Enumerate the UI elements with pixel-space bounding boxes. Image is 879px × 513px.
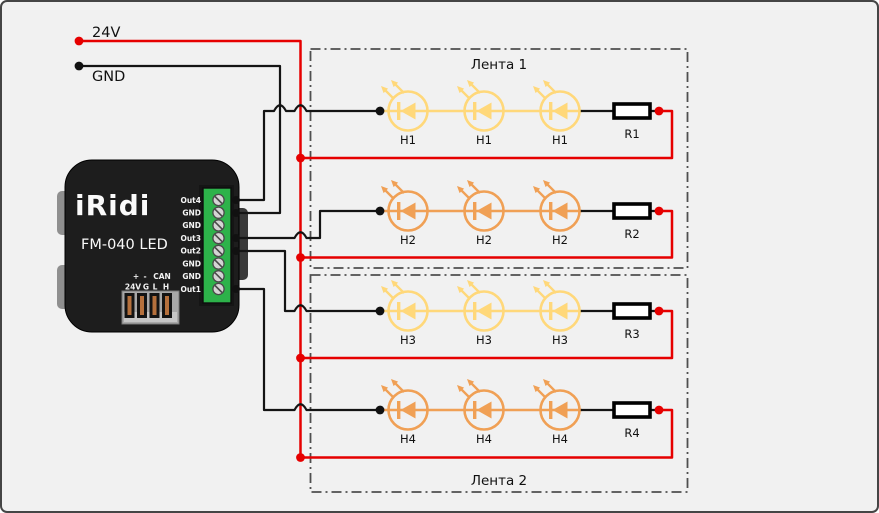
dot-r4-out	[654, 405, 664, 415]
led-row-h3: H3 H3 H3 R3	[299, 280, 674, 360]
wire-return-r4	[299, 408, 674, 459]
resistor-r3-label: R3	[624, 327, 639, 341]
terminal-label-gnd1: GND	[182, 209, 201, 218]
led-h1-label-2: H1	[476, 133, 492, 147]
led-row-h1: H1 H1 H1 R1	[299, 80, 674, 160]
resistor-r2	[612, 202, 652, 220]
led-h3-label-2: H3	[476, 333, 492, 347]
device-body	[64, 159, 240, 333]
dot-h1-in	[375, 106, 385, 116]
wire-return-r1	[299, 109, 674, 160]
dot-bus-row3	[296, 353, 305, 363]
led-h3-1	[381, 280, 428, 331]
led-h2-3	[533, 180, 580, 231]
connector-pin-24v-label: 24V	[125, 283, 141, 292]
led-h4-label-2: H4	[476, 432, 492, 446]
wire-return-r3	[299, 309, 674, 360]
junction-dots	[74, 36, 664, 462]
connector-can-label: CAN	[153, 272, 171, 281]
led-h2-label-3: H2	[552, 233, 568, 247]
wire-out4-h1	[234, 104, 382, 202]
dot-term-out1	[232, 285, 240, 293]
terminal-label-gnd4: GND	[182, 272, 201, 281]
led-h1-3	[533, 80, 580, 131]
strip2-label: Лента 2	[471, 473, 527, 489]
wire-out2-h3	[234, 249, 382, 313]
terminal-label-gnd3: GND	[182, 259, 201, 268]
dot-r1-out	[654, 106, 664, 116]
resistor-r2-label: R2	[624, 227, 639, 241]
dot-h3-in	[375, 306, 385, 316]
controller-device: iRidi FM-040 LED Out4 GND GND Out3	[57, 159, 248, 333]
dot-term-out2	[232, 247, 240, 255]
wire-24v-bus	[77, 39, 302, 459]
dot-h4-in	[375, 405, 385, 415]
led-row-h4: H4 H4 H4 R4	[299, 379, 674, 459]
wire-out1-h4	[234, 287, 382, 412]
dot-gnd-source	[74, 61, 84, 71]
connector-minus-label: -	[143, 272, 146, 281]
wire-return-r2	[299, 209, 674, 259]
dot-term-out4	[232, 196, 240, 204]
led-h2-label-2: H2	[476, 233, 492, 247]
led-h2-1	[381, 180, 428, 231]
terminal-label-out3: Out3	[180, 234, 201, 243]
strip2-box	[309, 274, 689, 493]
led-h1-1	[381, 80, 428, 131]
dot-bus-row2	[296, 253, 305, 262]
model-label: FM-040 LED	[81, 237, 168, 253]
led-h1-2	[457, 80, 504, 131]
led-h4-label-1: H4	[400, 432, 416, 446]
led-h3-2	[457, 280, 504, 331]
resistor-r4-label: R4	[624, 426, 639, 440]
resistor-r4	[612, 401, 652, 419]
terminal-label-out1: Out1	[180, 285, 201, 294]
dot-term-gnd	[232, 209, 240, 217]
terminal-label-gnd2: GND	[182, 221, 201, 230]
connector-pin-g-label: G	[143, 283, 149, 292]
connector-labels: + - CAN 24V G L H	[125, 272, 171, 292]
dot-r3-out	[654, 306, 664, 316]
power-can-connector	[121, 290, 180, 325]
led-h2-2	[457, 180, 504, 231]
dot-bus-row1	[296, 153, 305, 163]
dot-24v-source	[74, 36, 84, 46]
led-h3-3	[533, 280, 580, 331]
wire-out3-h2	[234, 209, 382, 240]
resistor-r1-label: R1	[624, 127, 639, 141]
terminal-label-out4: Out4	[180, 196, 201, 205]
label-24v: 24V	[92, 25, 120, 41]
resistor-r1	[612, 102, 652, 120]
resistor-r3	[612, 302, 652, 320]
led-h3-label-1: H3	[400, 333, 416, 347]
terminal-label-out2: Out2	[180, 247, 201, 256]
connector-pin-h-label: H	[163, 283, 169, 292]
connector-plus-label: +	[133, 272, 139, 281]
dot-bus-row4	[296, 453, 305, 462]
led-h4-1	[381, 379, 428, 430]
led-h4-2	[457, 379, 504, 430]
dot-r2-out	[654, 206, 664, 216]
wire-gnd-bus	[77, 64, 282, 215]
strip1-label: Лента 1	[471, 57, 527, 73]
dot-h2-in	[375, 206, 385, 216]
led-h3-label-3: H3	[552, 333, 568, 347]
terminal-screws	[212, 193, 225, 296]
led-h4-3	[533, 379, 580, 430]
led-h2-label-1: H2	[400, 233, 416, 247]
connector-pin-l-label: L	[153, 283, 158, 292]
led-h1-label-3: H1	[552, 133, 568, 147]
label-gnd: GND	[92, 69, 125, 85]
brand-logo: iRidi	[75, 189, 150, 222]
terminal-labels: Out4 GND GND Out3 Out2 GND GND Out1	[180, 196, 201, 294]
led-h1-label-1: H1	[400, 133, 416, 147]
led-row-h2: H2 H2 H2 R2	[299, 180, 674, 259]
led-h4-label-3: H4	[552, 432, 568, 446]
dot-term-out3	[232, 234, 240, 242]
